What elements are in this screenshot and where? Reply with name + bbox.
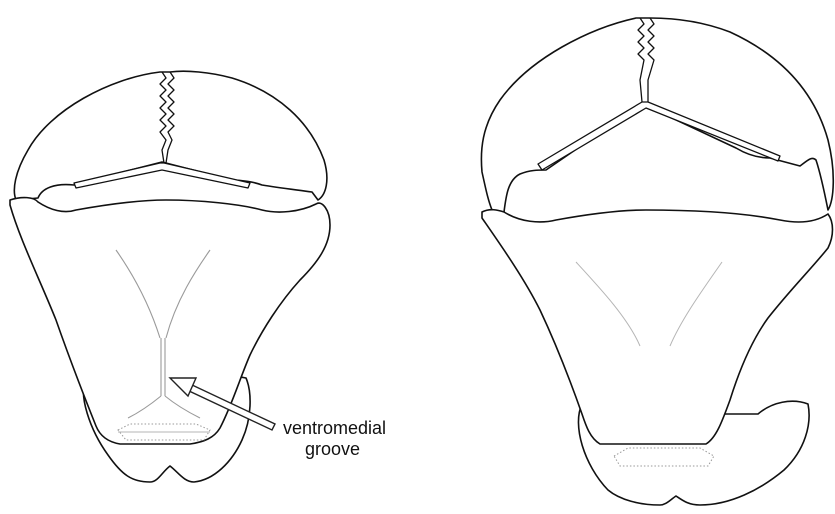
annotation-label-line1: ventromedial	[283, 418, 386, 438]
right-upper-cap	[481, 18, 833, 212]
left-main-body	[10, 198, 330, 444]
right-specimen	[481, 18, 833, 505]
left-specimen	[10, 71, 330, 482]
annotation-label-line2: groove	[305, 439, 360, 459]
